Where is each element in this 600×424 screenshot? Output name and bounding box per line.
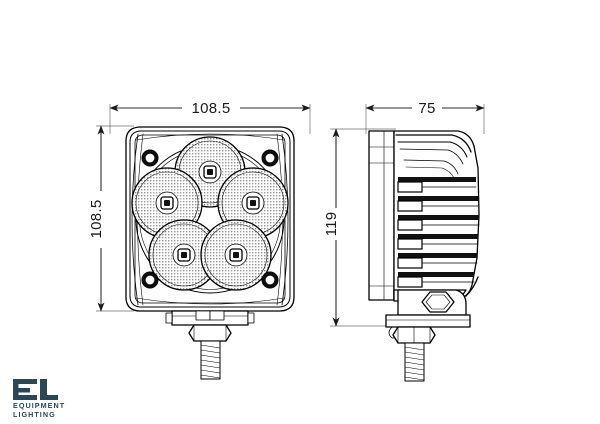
led-reflector-bottom-left (148, 219, 220, 291)
side-view (368, 130, 480, 382)
dimension-side-height: 119 (323, 128, 396, 327)
heat-sink-fins (397, 177, 480, 288)
dimension-label-side-height: 119 (323, 212, 340, 237)
dimension-label-side-depth: 75 (418, 100, 435, 117)
front-hex-nut (188, 324, 232, 342)
led-reflector-group (131, 136, 289, 291)
front-bracket-tab-left (165, 312, 173, 324)
front-housing-outline-2 (129, 130, 291, 308)
bezel-arc-left-1 (131, 133, 139, 306)
side-mounting-assembly (385, 289, 471, 382)
brand-logo: EQUIPMENT LIGHTING (13, 379, 65, 419)
fin-2 (397, 196, 479, 212)
dimension-label-front-width: 108.5 (191, 100, 230, 117)
bezel-arc-right-1 (281, 133, 289, 306)
bezel-arc-top (135, 133, 285, 141)
front-bracket-lobe-right (209, 310, 225, 321)
front-view (125, 126, 295, 380)
fin-3 (397, 215, 480, 231)
front-bracket-tab-right (247, 312, 255, 324)
led-reflector-bottom-right (200, 219, 272, 291)
dimension-label-front-height: 108.5 (88, 199, 105, 238)
logo-letter-l (40, 379, 58, 400)
dimension-front-width: 108.5 (109, 100, 311, 134)
corner-screw-bottom-left (141, 271, 159, 289)
dimension-front-height: 108.5 (88, 125, 134, 312)
front-mounting-assembly (165, 310, 255, 380)
corner-screw-top-right (261, 149, 279, 167)
corner-screw-top-left (141, 149, 159, 167)
side-bracket-plate (385, 314, 471, 328)
fin-5 (397, 253, 478, 269)
front-stud-threads (200, 344, 221, 379)
side-stud-threads (404, 346, 425, 381)
fin-1 (397, 177, 477, 193)
logo-text-equipment: EQUIPMENT (13, 401, 65, 410)
fin-4 (397, 234, 479, 250)
side-bezel-face (368, 130, 395, 301)
corner-screw-bottom-right (261, 271, 279, 289)
front-bracket-lobe-left (195, 310, 211, 321)
dimension-side-depth: 75 (365, 100, 485, 134)
front-housing-outline-3 (134, 134, 286, 304)
logo-text-lighting: LIGHTING (13, 410, 56, 419)
fin-6 (397, 272, 475, 288)
side-cable (465, 276, 479, 297)
logo-letter-e (13, 379, 37, 400)
bezel-arc-bottom (135, 297, 285, 305)
corner-screw-group (141, 149, 279, 289)
side-shoulder-lines (395, 134, 472, 181)
